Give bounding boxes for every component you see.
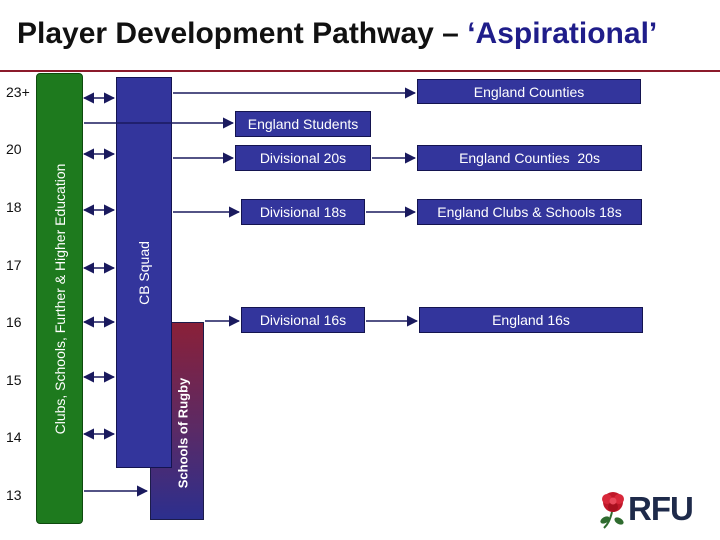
england-16s-box: England 16s — [419, 307, 643, 333]
rfu-logo: RFU — [598, 490, 714, 532]
title-main: Player Development Pathway – — [17, 17, 468, 50]
england-clubs-schools-18s-box: England Clubs & Schools 18s — [417, 199, 642, 225]
rose-icon — [600, 492, 624, 529]
cb-squad-bar: CB Squad — [116, 77, 172, 468]
age-label: 18 — [6, 199, 22, 215]
divisional-20s-box: Divisional 20s — [235, 145, 371, 171]
title-divider — [0, 70, 720, 72]
age-label: 16 — [6, 314, 22, 330]
england-counties-box: England Counties — [417, 79, 641, 104]
page-title: Player Development Pathway – ‘Aspiration… — [17, 17, 657, 51]
england-students-box: England Students — [235, 111, 371, 137]
rfu-wordmark: RFU — [628, 490, 694, 527]
divisional-18s-box: Divisional 18s — [241, 199, 365, 225]
title-accent: ‘Aspirational’ — [467, 17, 658, 50]
age-label: 17 — [6, 257, 22, 273]
age-label: 15 — [6, 372, 22, 388]
age-label: 23+ — [6, 84, 30, 100]
age-label: 13 — [6, 487, 22, 503]
england-counties-20s-box: England Counties 20s — [417, 145, 642, 171]
divisional-16s-box: Divisional 16s — [241, 307, 365, 333]
clubs-schools-bar: Clubs, Schools, Further & Higher Educati… — [36, 73, 83, 524]
age-label: 14 — [6, 429, 22, 445]
age-label: 20 — [6, 141, 22, 157]
